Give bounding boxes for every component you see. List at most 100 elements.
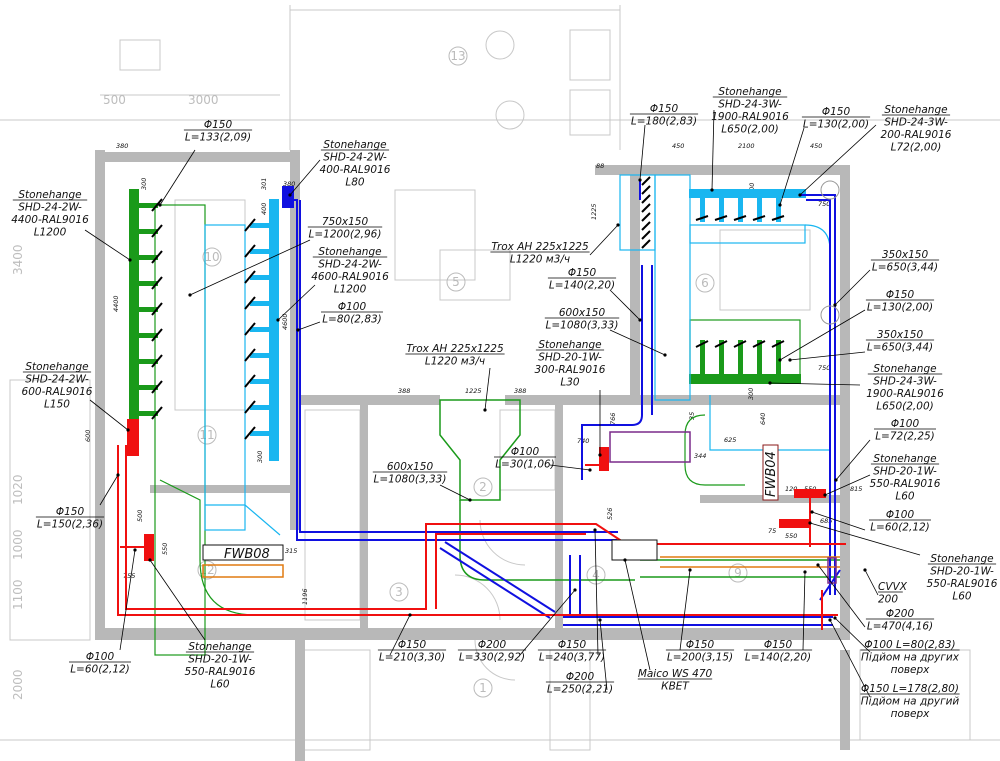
callout-line: Φ150: [398, 639, 427, 651]
damper-icon: [752, 215, 766, 221]
duct-dimension: 1196: [301, 588, 309, 605]
callout-line: L=240(3,77): [539, 652, 605, 664]
callout-line: L1200: [34, 227, 67, 239]
room-number: 3: [395, 585, 403, 599]
callout-line: Φ150: [204, 119, 233, 131]
duct-dimension: 4600: [281, 313, 289, 330]
room-number-circle: [448, 46, 468, 66]
cyan-branch: [250, 301, 270, 306]
callout-line: L=650(3,44): [872, 262, 938, 274]
damper-icon: [244, 296, 256, 310]
callout-line: Φ150: [650, 103, 679, 115]
callout-line: 550-RAL9016: [185, 666, 256, 678]
leader-arrow-icon: [778, 358, 782, 362]
duct-dimension: 766: [609, 413, 617, 425]
diffusers: [138, 176, 840, 440]
leader-line: [769, 382, 861, 386]
callout-line: Φ100: [886, 509, 915, 521]
leader-lines: [12, 96, 997, 698]
cyan-branch: [250, 223, 270, 228]
damper-icon: [244, 426, 256, 440]
leader-arrow-icon: [768, 381, 772, 385]
leader-arrow-icon: [116, 473, 120, 477]
duct-dimension: 315: [285, 547, 297, 555]
leader-line: [119, 549, 136, 651]
callout-line: 600x150: [559, 307, 606, 319]
callout-line: L=250(2,21): [547, 684, 613, 696]
callout-line: 600x150: [387, 461, 434, 473]
duct-dimension: 88: [596, 162, 604, 170]
leader-line: [779, 127, 805, 206]
cyan-branch: [250, 405, 270, 410]
leader-line: [609, 329, 666, 356]
duct-dimension: 388: [398, 387, 410, 395]
callout-label: StonehangeSHD-24-3W-1900-RAL9016L650(2,0…: [866, 363, 944, 413]
damper-icon: [151, 276, 163, 290]
callout-line: Trox AH 225x1225: [491, 241, 589, 253]
leader-line: [817, 564, 866, 628]
callout-line: Φ150: [686, 639, 715, 651]
leader-line: [824, 474, 871, 496]
maico-ws470-unit: [611, 539, 658, 561]
damper-icon: [151, 302, 163, 316]
green-branch: [138, 385, 158, 390]
callout-line: L=650(3,44): [867, 342, 933, 354]
damper-icon: [641, 221, 651, 231]
callout-line: L=150(2,36): [37, 519, 103, 531]
callout-line: L=330(2,92): [459, 652, 525, 664]
leader-line: [809, 522, 921, 556]
damper-icon: [771, 215, 785, 221]
leader-arrow-icon: [623, 558, 627, 562]
callout-line: L=60(2,12): [70, 664, 130, 676]
building-dimension: 2000: [11, 669, 25, 700]
leader-line: [439, 484, 471, 501]
cyan-branch: [757, 197, 762, 222]
callout-line: Stonehange: [873, 363, 936, 375]
callout-line: Φ150: [886, 289, 915, 301]
damper-icon: [714, 215, 728, 221]
callout-line: L=130(2,00): [803, 119, 869, 131]
callout-line: 1900-RAL9016: [866, 388, 944, 400]
callout-line: Φ150 L=178(2,80): [861, 683, 959, 695]
extract-blue-ducts: [282, 180, 841, 626]
damper-icon: [244, 322, 256, 336]
green-branch: [138, 411, 158, 416]
damper-icon: [714, 340, 728, 348]
callout-line: Stonehange: [884, 104, 947, 116]
callout-line: Stonehange: [930, 553, 993, 565]
duct-dimension: 1225: [465, 387, 482, 395]
leader-arrow-icon: [128, 258, 132, 262]
leader-arrow-icon: [296, 328, 300, 332]
leader-line: [277, 284, 316, 321]
room-number: 2: [479, 480, 487, 494]
leader-arrow-icon: [468, 498, 472, 502]
damper-icon: [733, 340, 747, 348]
orange-ducts: [202, 556, 840, 578]
callout-line: L60: [210, 679, 230, 691]
cyan-branch: [738, 197, 743, 222]
leader-arrow-icon: [808, 521, 812, 525]
callout-line: Stonehange: [718, 86, 781, 98]
callout-line: Підйом на другий: [861, 696, 960, 708]
leader-line: [789, 351, 866, 361]
callout-line: SHD-20-1W-: [538, 352, 602, 364]
damper-icon: [244, 218, 256, 232]
cyan-branch: [719, 197, 724, 222]
callout-line: КВЕТ: [661, 681, 690, 693]
leader-line: [639, 124, 646, 181]
building-dimension: 500: [103, 93, 126, 107]
callout-line: L=180(2,83): [631, 116, 697, 128]
callout-line: 350x150: [877, 329, 924, 341]
leader-arrow-icon: [823, 493, 827, 497]
duct-dimension: 300: [256, 451, 264, 463]
